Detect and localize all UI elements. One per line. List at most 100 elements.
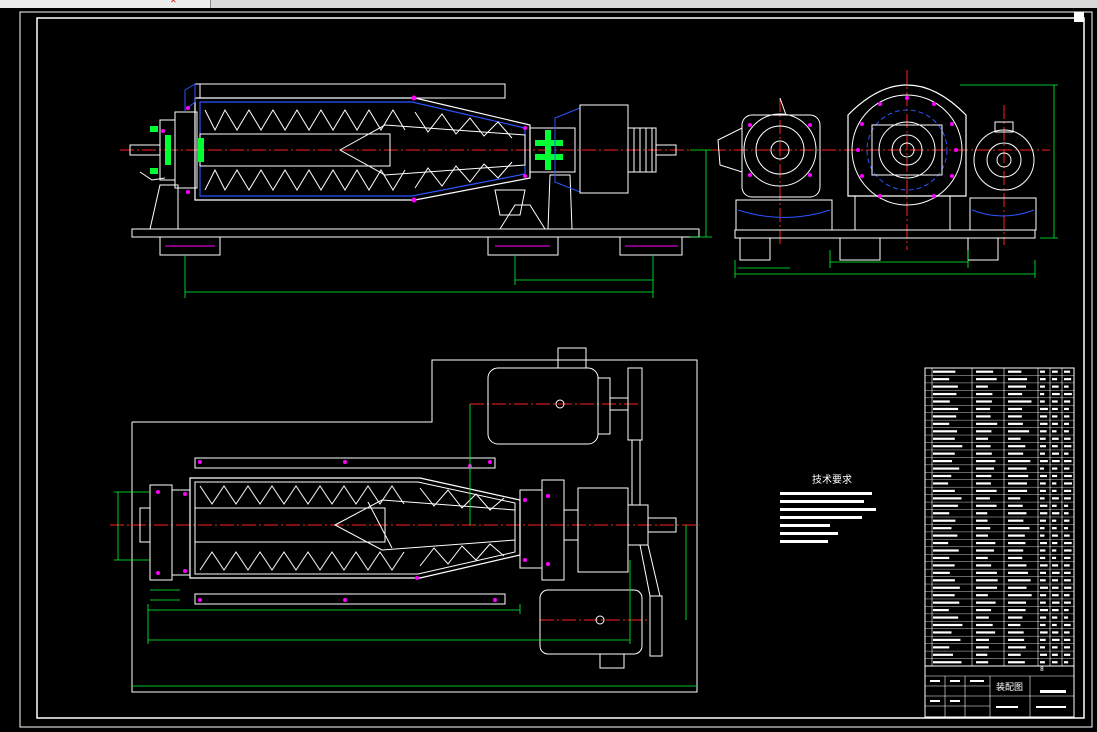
screw-cone: [338, 124, 526, 176]
aux-terminal-box: [994, 121, 1014, 133]
parts-cell-mark: [1052, 400, 1058, 403]
parts-cell-mark: [1052, 646, 1058, 649]
parts-cell-mark: [933, 571, 950, 574]
parts-cell-mark: [1064, 422, 1069, 425]
parts-cell-mark: [1064, 661, 1069, 664]
parts-cell-mark: [1008, 385, 1026, 388]
parts-cell-mark: [976, 504, 997, 507]
pulley-grooves: [633, 128, 653, 172]
parts-cell-mark: [1064, 586, 1072, 589]
parts-cell-mark: [976, 482, 991, 485]
parts-cell-mark: [1040, 601, 1046, 604]
parts-cell-mark: [976, 422, 998, 425]
motor-base: [735, 199, 833, 231]
parts-cell-mark: [1040, 556, 1046, 560]
plan-gearbox: [577, 487, 629, 573]
parts-cell-mark: [1008, 415, 1022, 418]
parts-cell-mark: [933, 489, 955, 493]
parts-cell-mark: [1040, 400, 1045, 403]
parts-cell-mark: [1052, 407, 1058, 411]
main-motor-flange: [743, 113, 817, 187]
parts-cell-mark: [1052, 579, 1058, 582]
plan-view: [110, 347, 700, 693]
parts-cell-mark: [1064, 378, 1072, 381]
tab-close-icon[interactable]: ✕: [170, 0, 177, 5]
parts-cell-mark: [1008, 623, 1021, 627]
aux-base: [969, 197, 1037, 231]
parts-cell-mark: [1052, 594, 1059, 597]
parts-cell-mark: [976, 452, 992, 455]
parts-cell-mark: [1052, 586, 1059, 589]
parts-cell-mark: [976, 564, 992, 567]
parts-cell-mark: [1052, 385, 1059, 388]
parts-cell-mark: [1064, 445, 1072, 448]
parts-cell-mark: [1052, 564, 1059, 567]
parts-cell-mark: [1040, 571, 1046, 574]
parts-cell-mark: [1040, 385, 1045, 388]
side-dimensions: [734, 84, 1058, 278]
parts-cell-mark: [1008, 541, 1026, 545]
parts-cell-mark: [1064, 549, 1072, 552]
parts-cell-mark: [976, 415, 991, 418]
plan-left-bearing: [149, 484, 173, 581]
parts-cell-mark: [1052, 504, 1057, 507]
bowl-casing: [847, 84, 967, 197]
front-view: [120, 83, 712, 298]
parts-cell-mark: [933, 586, 960, 589]
parts-cell-mark: [933, 512, 950, 515]
parts-cell-mark: [1064, 564, 1070, 567]
parts-cell-mark: [933, 601, 960, 604]
plan-bowl: [194, 481, 516, 575]
parts-cell-mark: [1008, 534, 1025, 537]
parts-cell-mark: [1052, 392, 1060, 396]
parts-cell-mark: [976, 556, 988, 560]
plan-dimensions: [114, 404, 697, 687]
plan-right-shaft: [647, 517, 677, 533]
parts-cell-mark: [1008, 564, 1027, 567]
aux-motor-shaft: [996, 152, 1012, 168]
parts-cell-mark: [976, 474, 992, 478]
parts-cell-mark: [1040, 445, 1046, 448]
document-tab[interactable]: ✕: [0, 0, 211, 8]
parts-cell-mark: [1008, 527, 1030, 530]
parts-cell-mark: [976, 445, 991, 448]
aux-base-arc: [971, 209, 1035, 217]
parts-cell-mark: [933, 392, 957, 396]
left-seal: [184, 83, 196, 112]
parts-cell-mark: [933, 452, 955, 455]
parts-cell-mark: [1040, 415, 1048, 418]
parts-cell-mark: [1052, 415, 1058, 418]
parts-cell-mark: [1008, 512, 1027, 515]
parts-cell-mark: [1052, 467, 1058, 470]
parts-cell-mark: [1008, 460, 1031, 463]
parts-cell-mark: [1052, 609, 1059, 612]
parts-cell-mark: [1040, 452, 1045, 455]
parts-cell-mark: [933, 400, 950, 403]
parts-cell-mark: [1064, 474, 1072, 478]
top-cover: [194, 83, 506, 99]
parts-cell-mark: [1040, 460, 1048, 463]
parts-cell-mark: [1064, 452, 1069, 455]
parts-cell-mark: [1052, 489, 1057, 493]
parts-cell-mark: [933, 378, 950, 381]
parts-cell-mark: [1052, 445, 1058, 448]
parts-cell-mark: [976, 541, 996, 545]
parts-cell-mark: [1052, 497, 1059, 500]
plan-aux-box: [599, 653, 625, 669]
front-foot-right: [619, 236, 683, 256]
parts-cell-mark: [933, 549, 959, 552]
parts-cell-mark: [1064, 437, 1071, 440]
parts-cell-mark: [1008, 579, 1031, 582]
parts-cell-mark: [933, 474, 952, 478]
parts-cell-mark: [1064, 609, 1069, 612]
parts-cell-mark: [976, 400, 992, 403]
side-view: [712, 70, 1058, 278]
parts-cell-mark: [1064, 571, 1071, 574]
parts-cell-mark: [1040, 474, 1047, 478]
bowl-outer-circle: [851, 94, 963, 206]
parts-cell-mark: [933, 467, 960, 470]
parts-cell-mark: [1064, 497, 1071, 500]
aux-motor: [973, 129, 1035, 191]
plan-main-motor: [487, 367, 599, 445]
parts-cell-mark: [976, 661, 989, 664]
